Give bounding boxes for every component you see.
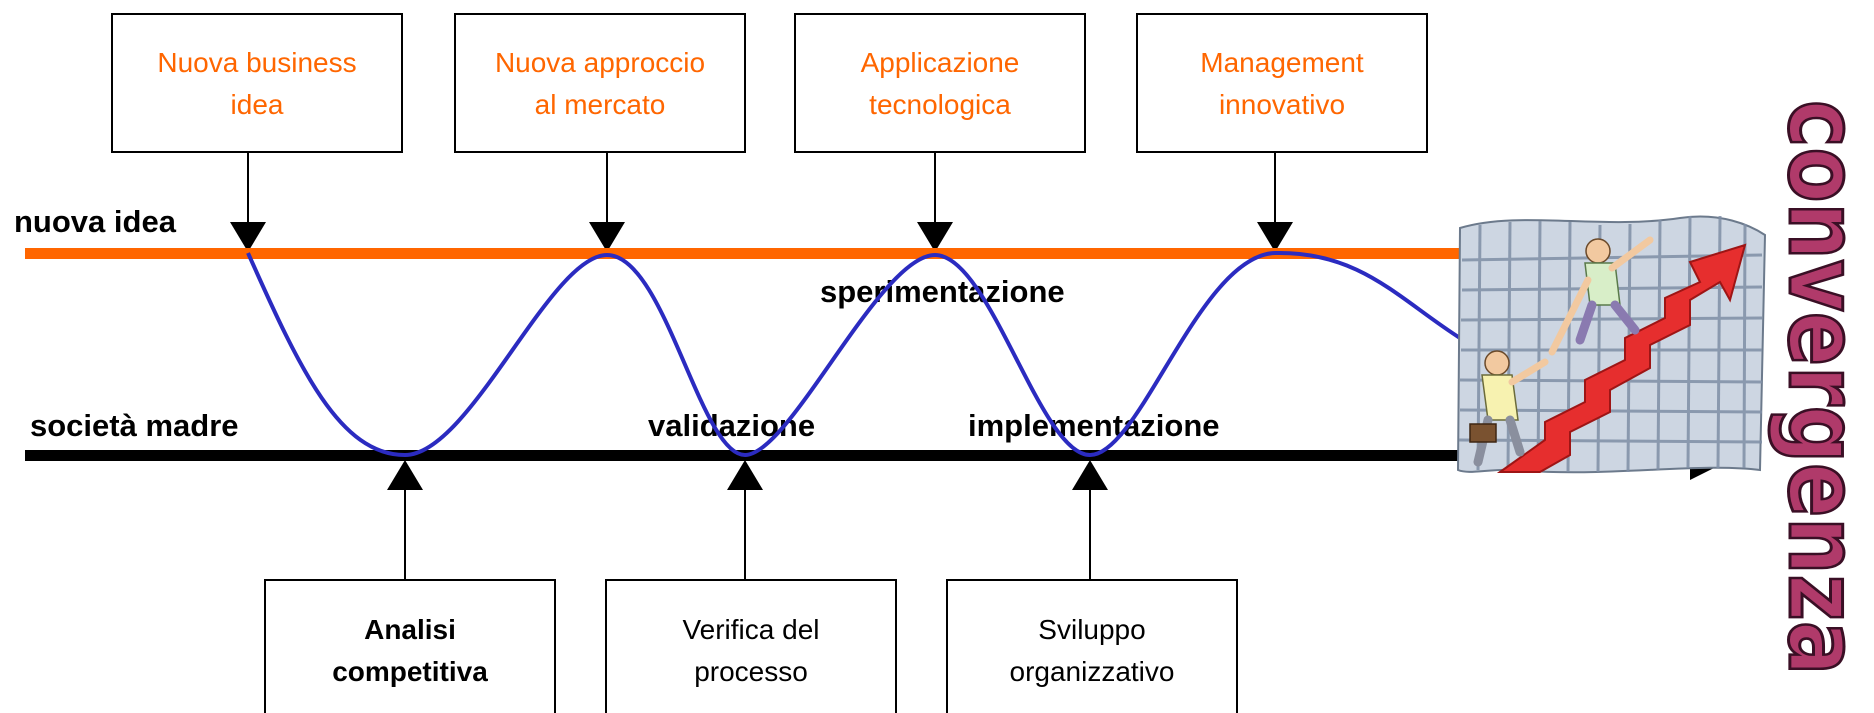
top-box-4-line1: Management [1200, 47, 1364, 78]
up-arrow-icon [727, 460, 763, 490]
line-label-nuova-idea: nuova idea [14, 204, 177, 239]
line-label-societa-madre: società madre [30, 408, 239, 443]
top-box-4-line2: innovativo [1219, 89, 1345, 120]
wave-curve [246, 250, 1462, 458]
bottom-box-3-line2: organizzativo [1010, 656, 1175, 687]
climber-upper [1548, 236, 1654, 356]
people-climbing-arrow-icon [1456, 215, 1767, 474]
top-box-1: Nuova business idea [111, 13, 403, 153]
top-box-2-line2: al mercato [535, 89, 666, 120]
up-arrow-icon [387, 460, 423, 490]
bottom-box-3: Sviluppo organizzativo [946, 579, 1238, 713]
bottom-connectors [387, 460, 1108, 580]
bottom-box-2-line2: processo [694, 656, 808, 687]
bottom-box-1: Analisi competitiva [264, 579, 556, 713]
top-box-1-line2: idea [231, 89, 284, 120]
top-box-2-line1: Nuova approccio [495, 47, 705, 78]
bottom-box-2: Verifica del processo [605, 579, 897, 713]
down-arrow-icon [589, 222, 625, 252]
top-box-3-line2: tecnologica [869, 89, 1011, 120]
phase-label-validazione: validazione [648, 408, 815, 443]
top-box-1-line1: Nuova business [157, 47, 356, 78]
phase-label-sperimentazione: sperimentazione [820, 274, 1065, 309]
bottom-box-1-line1: Analisi [364, 614, 456, 645]
down-arrow-icon [917, 222, 953, 252]
down-arrow-icon [230, 222, 266, 252]
top-box-3-line1: Applicazione [861, 47, 1020, 78]
top-box-3: Applicazione tecnologica [794, 13, 1086, 153]
down-arrow-icon [1257, 222, 1293, 252]
top-box-4: Management innovativo [1136, 13, 1428, 153]
bottom-box-3-line1: Sviluppo [1038, 614, 1145, 645]
bottom-box-1-line2: competitiva [332, 656, 488, 687]
top-connectors [230, 152, 1293, 252]
phase-label-implementazione: implementazione [968, 408, 1220, 443]
up-arrow-icon [1072, 460, 1108, 490]
side-word-convergenza: convergenza [1766, 99, 1874, 677]
climber-lower [1469, 350, 1549, 467]
bottom-box-2-line1: Verifica del [683, 614, 820, 645]
top-box-2: Nuova approccio al mercato [454, 13, 746, 153]
side-word-text: convergenza [1767, 100, 1874, 675]
